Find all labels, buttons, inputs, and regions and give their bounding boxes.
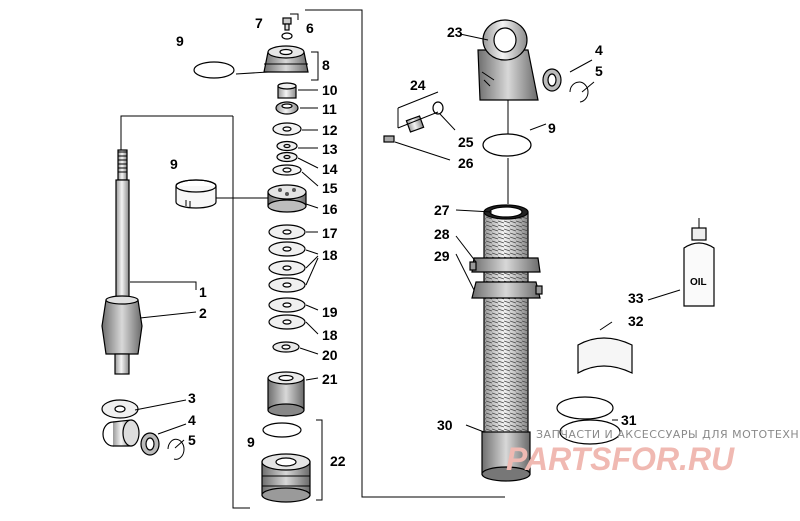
callout-13: 13 <box>322 141 338 157</box>
watermark-tagline: ЗАПЧАСТИ И АКСЕССУАРЫ ДЛЯ МОТОТЕХНИКИ <box>536 428 800 441</box>
oil-bottle-label: OIL <box>690 277 707 288</box>
callout-14: 14 <box>322 161 338 177</box>
o-ring <box>193 61 235 79</box>
callout-18-lower: 18 <box>322 327 338 343</box>
callout-9-top: 9 <box>176 33 184 49</box>
shim <box>272 122 302 136</box>
seal-head <box>261 453 311 503</box>
lower-clevis-eye <box>101 295 143 375</box>
shim-small <box>276 140 298 163</box>
callout-6: 6 <box>306 20 314 36</box>
piston-rod <box>115 149 130 299</box>
callout-2: 2 <box>199 305 207 321</box>
callout-19: 19 <box>322 304 338 320</box>
leader-lines <box>130 13 681 501</box>
callout-17: 17 <box>322 225 338 241</box>
callout-5: 5 <box>188 432 196 448</box>
callout-30: 30 <box>437 417 453 433</box>
upper-shock-mount <box>477 19 539 101</box>
stop-washer <box>272 341 300 353</box>
callout-32: 32 <box>628 313 644 329</box>
watermark: ЗАПЧАСТИ И АКСЕССУАРЫ ДЛЯ МОТОТЕХНИКИ PA… <box>506 428 800 477</box>
callout-4-upper: 4 <box>595 42 603 58</box>
spherical-bearing <box>140 432 160 456</box>
spring-retainer <box>577 337 633 375</box>
upper-snap-ring <box>569 81 589 103</box>
bumper <box>267 371 305 417</box>
callout-21: 21 <box>322 371 338 387</box>
callout-labels: 1 2 3 4 5 7 6 8 9 10 11 12 13 14 15 16 9… <box>170 15 707 469</box>
o-ring <box>262 422 302 438</box>
callout-23: 23 <box>447 24 463 40</box>
callout-20: 20 <box>322 347 338 363</box>
callout-27: 27 <box>434 202 450 218</box>
shock-body <box>481 204 531 482</box>
callout-5-upper: 5 <box>595 63 603 79</box>
valve-assembly <box>383 91 444 143</box>
lock-nut <box>277 82 297 99</box>
callout-25: 25 <box>458 134 474 150</box>
spring-adjuster-ring <box>469 257 543 299</box>
callout-28: 28 <box>434 226 450 242</box>
piston <box>267 184 307 213</box>
callout-9-upper-right: 9 <box>548 120 556 136</box>
callout-7: 7 <box>255 15 263 31</box>
piston-band <box>175 179 217 209</box>
watermark-logo: PARTSFOR.RU <box>506 441 735 477</box>
reservoir-cap <box>263 45 309 73</box>
valve-washer <box>272 164 302 176</box>
callout-8: 8 <box>322 57 330 73</box>
callout-3: 3 <box>188 390 196 406</box>
callout-9-lower: 9 <box>247 434 255 450</box>
callout-11: 11 <box>322 101 337 117</box>
bushing-sleeve <box>102 419 140 447</box>
callout-29: 29 <box>434 248 450 264</box>
snap-ring <box>167 438 185 460</box>
upper-bearing <box>542 68 562 92</box>
callout-33: 33 <box>628 290 644 306</box>
callout-16: 16 <box>322 201 338 217</box>
callout-26: 26 <box>458 155 474 171</box>
callout-31: 31 <box>621 412 637 428</box>
callout-24: 24 <box>410 77 426 93</box>
shim-stack <box>268 224 306 330</box>
callout-12: 12 <box>322 122 338 138</box>
washer <box>101 399 139 419</box>
circlip-pair <box>556 396 621 445</box>
oil-bottle <box>683 218 715 307</box>
callout-22: 22 <box>330 453 346 469</box>
callout-18-upper: 18 <box>322 247 338 263</box>
callout-10: 10 <box>322 82 338 98</box>
bolt-screw <box>281 17 293 40</box>
callout-4: 4 <box>188 412 196 428</box>
spacer-washer <box>275 101 299 115</box>
callout-1: 1 <box>199 284 207 300</box>
callout-15: 15 <box>322 180 338 196</box>
callout-9-band: 9 <box>170 156 178 172</box>
o-ring <box>482 133 532 157</box>
